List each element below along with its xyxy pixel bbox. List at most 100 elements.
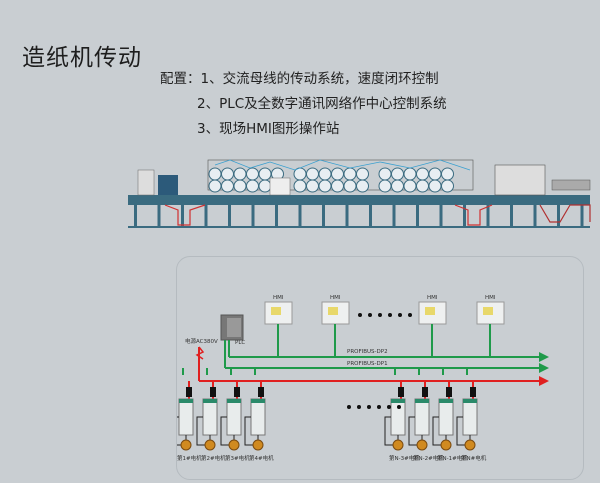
machine-leg: [510, 205, 513, 227]
profibus-dp2-arrow: [539, 352, 549, 362]
hmi-screen: [425, 307, 435, 315]
dryer-cylinder: [306, 167, 319, 181]
machine-leg: [345, 205, 349, 227]
calender-section: [494, 164, 546, 196]
dryer-cylinder: [403, 179, 417, 193]
drive-inverter[interactable]: [462, 398, 478, 436]
drive-header: [203, 399, 217, 403]
plc-modules: [227, 318, 241, 337]
drive-inverter[interactable]: [250, 398, 266, 436]
fuse-icon: [210, 387, 216, 397]
drive-inverter[interactable]: [414, 398, 430, 436]
machine-leg: [228, 205, 231, 227]
fuse-icon: [258, 387, 264, 397]
hmi-screen: [483, 307, 493, 315]
feedback-line: [456, 416, 470, 446]
feedback-line: [384, 416, 398, 446]
machine-leg: [557, 205, 560, 227]
machine-leg: [486, 205, 490, 227]
dryer-cylinder: [378, 179, 392, 193]
fuse-icon: [234, 387, 240, 397]
dryer-cylinder: [416, 167, 429, 181]
feedback-line: [196, 416, 210, 446]
config-label: 配置：: [160, 71, 201, 87]
motor-icon: [228, 439, 240, 451]
dryer-cylinder: [246, 167, 259, 181]
drive-inverter[interactable]: [202, 398, 218, 436]
dryer-cylinder: [208, 179, 222, 193]
machine-leg: [275, 205, 278, 227]
dryer-cylinder: [428, 167, 442, 181]
feedback-line: [244, 416, 258, 446]
motor-icon: [180, 439, 192, 451]
page-title: 造纸机传动: [22, 45, 142, 71]
machine-leg: [322, 205, 325, 227]
feedback-line: [432, 416, 446, 446]
dryer-cylinder: [428, 179, 442, 193]
motor-icon: [204, 439, 216, 451]
machine-leg: [181, 205, 184, 227]
motor-icon: [392, 439, 404, 451]
dryer-cylinder: [416, 179, 429, 193]
drive-group: 第1#电机第2#电机第3#电机第4#电机第N-3#电机第N-2#电机第N-1#电…: [172, 368, 487, 462]
dryer-cylinder: [208, 167, 222, 181]
machine-legs: [134, 205, 584, 227]
hmi-label: HMI: [485, 295, 496, 301]
machine-leg: [251, 205, 255, 227]
hmi-label: HMI: [427, 295, 438, 301]
dryer-cylinders: [208, 167, 454, 193]
machine-leg: [298, 205, 302, 227]
dryer-cylinder: [318, 167, 332, 181]
motor-label: 第N#电机: [461, 454, 487, 462]
power-bus-arrow: [539, 376, 549, 386]
motor-label: 第3#电机: [225, 454, 250, 462]
machine-leg: [533, 205, 537, 227]
dryer-cylinder: [391, 179, 404, 193]
profibus-dp2-label: PROFIBUS-DP2: [347, 349, 388, 355]
felt-line: [214, 159, 471, 171]
forming-unit: [137, 169, 155, 196]
drive-inverter[interactable]: [390, 398, 406, 436]
hmi-label: HMI: [330, 295, 341, 301]
paper-machine-illustration: [128, 159, 591, 228]
fuse-icon: [398, 387, 404, 397]
hmi-screen: [271, 307, 281, 315]
drive-header: [439, 399, 453, 403]
fuse-icon: [470, 387, 476, 397]
hmi-label: HMI: [273, 295, 284, 301]
machine-leg: [134, 205, 137, 227]
reel-red-frame: [539, 204, 591, 223]
pulper-red-2: [454, 204, 493, 226]
drive-inverter[interactable]: [438, 398, 454, 436]
dryer-cylinder: [233, 179, 247, 193]
drive-header: [179, 399, 193, 403]
power-label: 电源AC380V: [185, 337, 218, 345]
drive-header: [391, 399, 405, 403]
machine-leg: [463, 205, 466, 227]
hmi-group: HMI HMI HMI HMI: [264, 295, 505, 357]
machine-base-beam: [128, 195, 590, 205]
press-section: [269, 177, 291, 196]
motor-icon: [252, 439, 264, 451]
dryer-cylinder: [293, 179, 307, 193]
machine-leg: [580, 205, 584, 227]
drive-header: [463, 399, 477, 403]
dryer-cylinder: [221, 167, 234, 181]
drive-inverter[interactable]: [178, 398, 194, 436]
dryer-cylinder: [356, 179, 369, 193]
dryer-cylinder: [331, 167, 344, 181]
drive-ellipsis: [347, 405, 401, 409]
machine-leg: [369, 205, 372, 227]
plc-label: PLC: [235, 340, 245, 346]
machine-leg: [439, 205, 443, 227]
drive-inverter[interactable]: [226, 398, 242, 436]
motor-label: 第N-1#电机: [437, 454, 468, 462]
dryer-cylinder: [441, 179, 454, 193]
drive-header: [415, 399, 429, 403]
motor-label: 第4#电机: [249, 454, 274, 462]
dryer-cylinder: [318, 179, 332, 193]
machine-leg: [416, 205, 419, 227]
config-item-2: 2、PLC及全数字通讯网络作中心控制系统: [197, 96, 447, 112]
config-item-1: 配置：1、交流母线的传动系统，速度闭环控制: [160, 71, 439, 87]
